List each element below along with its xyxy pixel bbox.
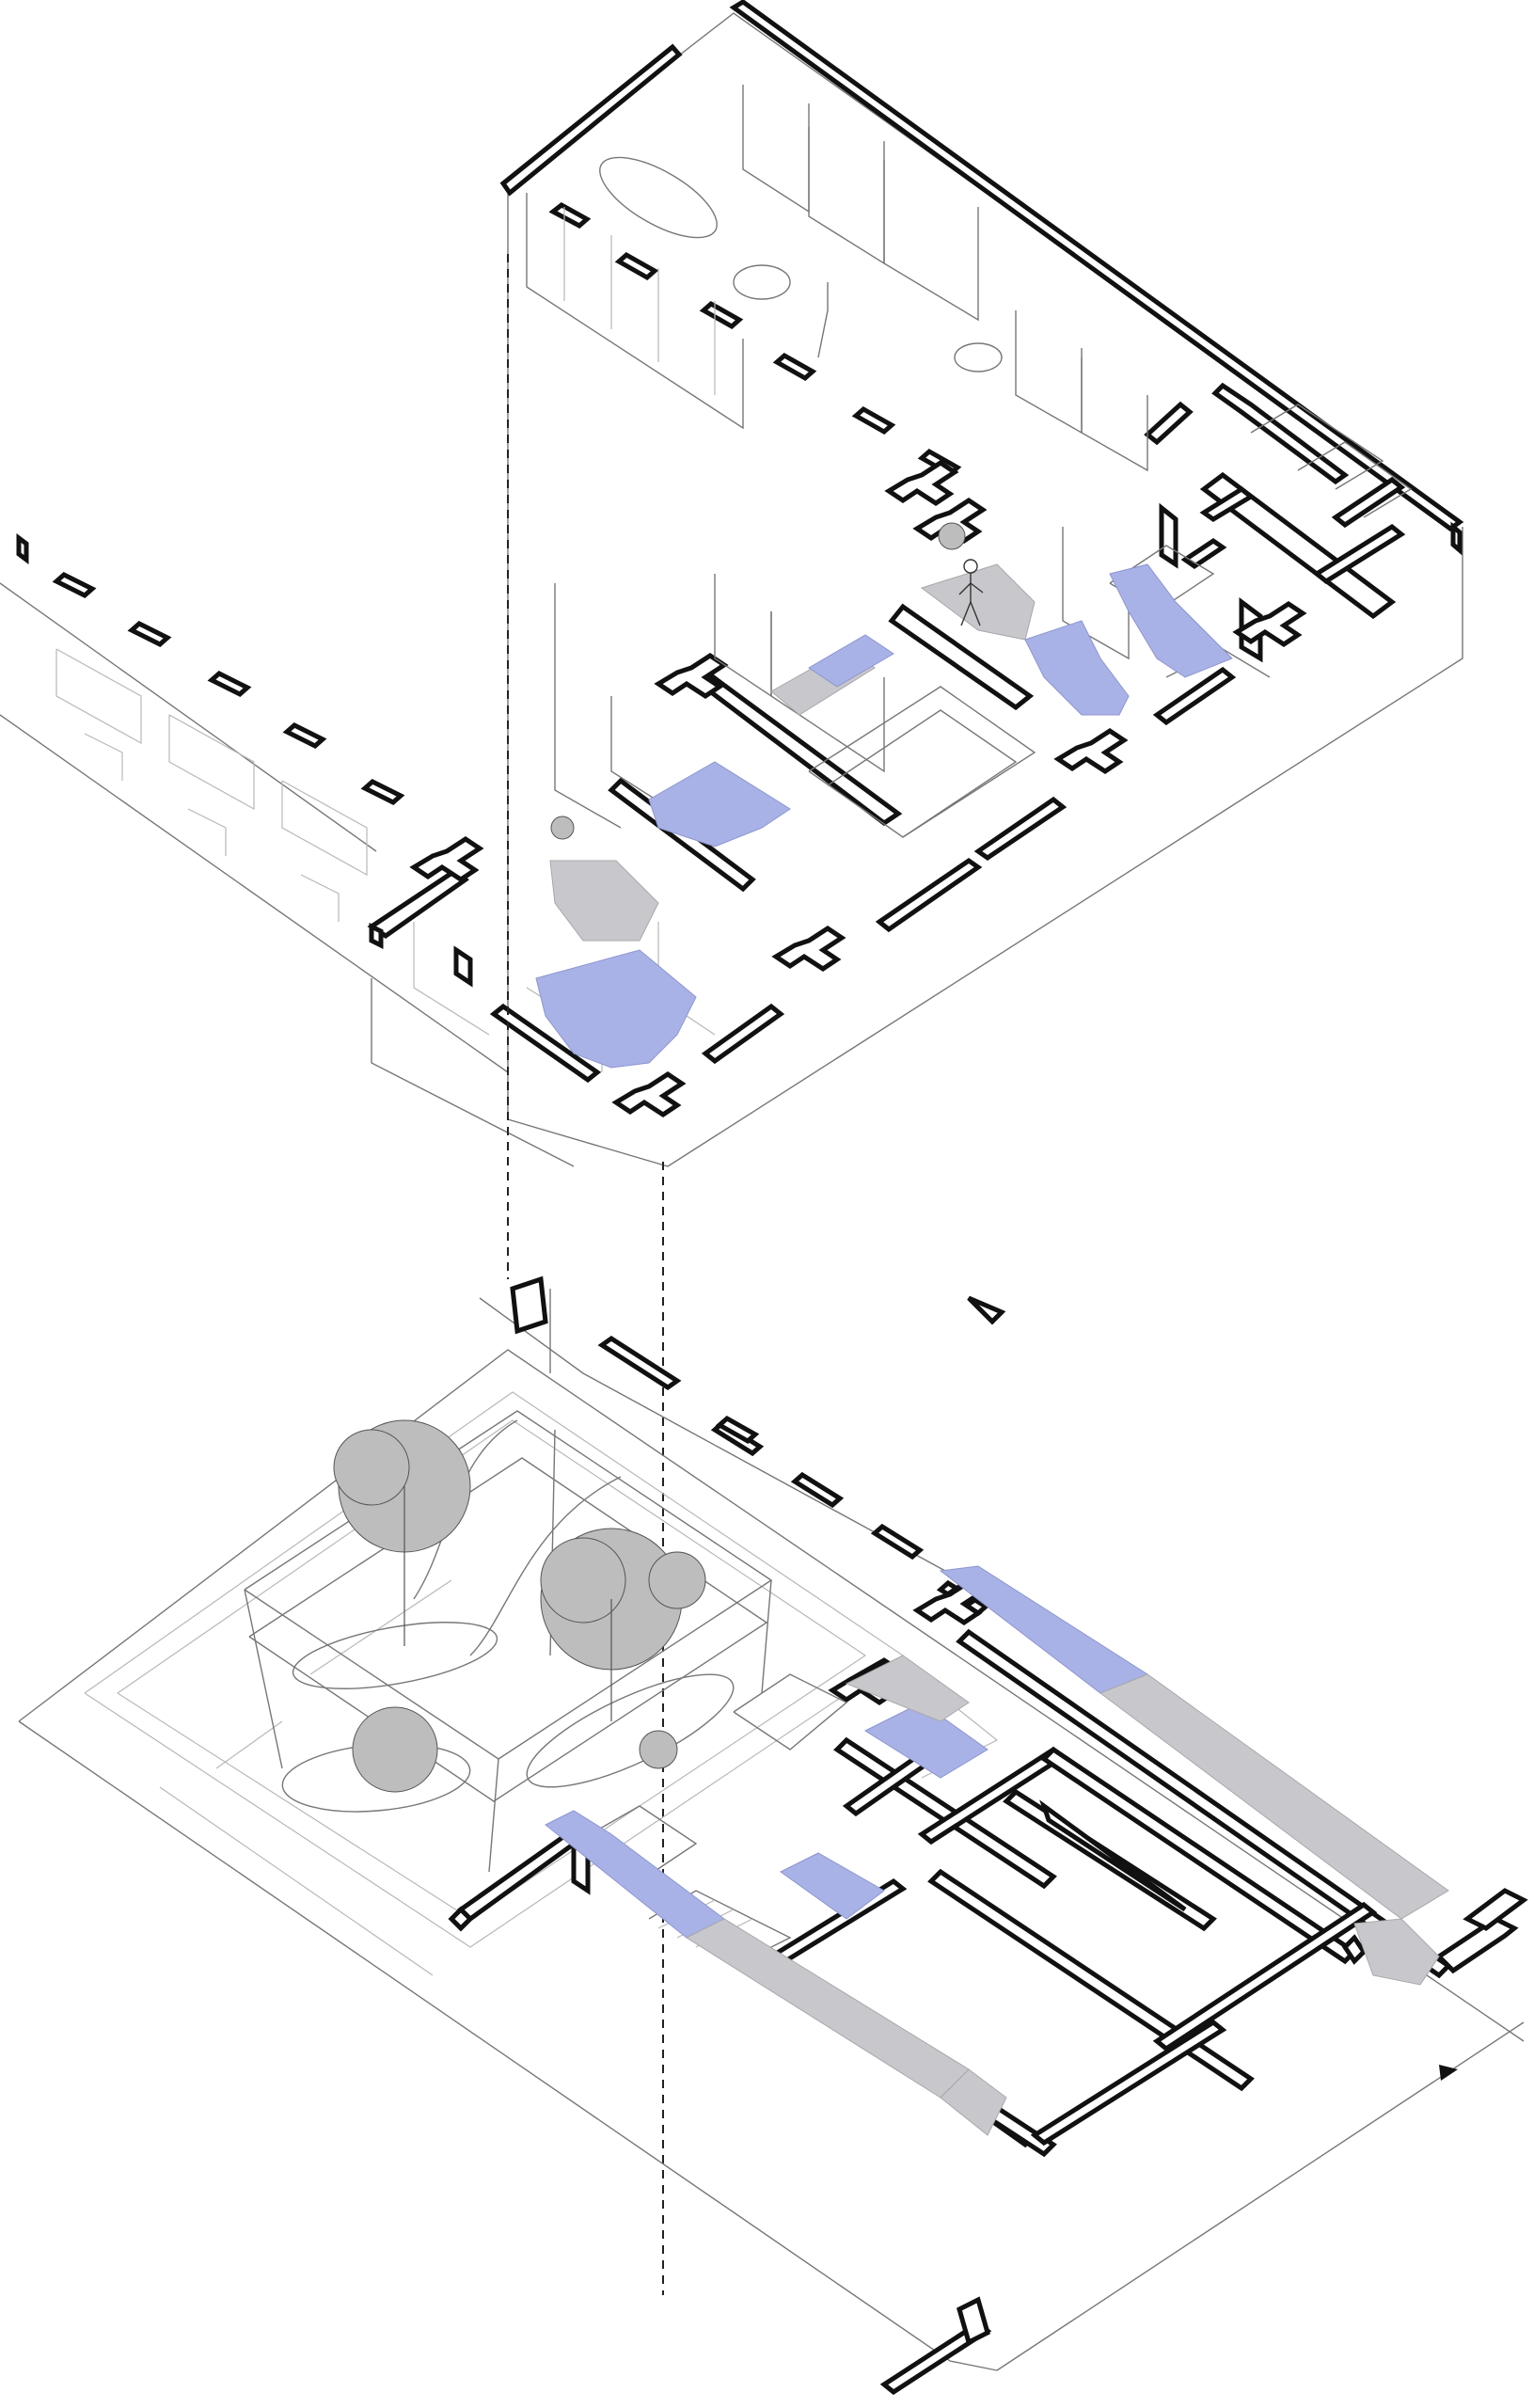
entry-arrow-icon xyxy=(1439,2065,1458,2081)
upper-floor xyxy=(0,0,1464,1167)
upper-floor-interior xyxy=(55,85,1413,1072)
upper-floor-zones xyxy=(535,563,1233,1069)
upper-floor-plants xyxy=(550,522,966,840)
upper-floor-walls xyxy=(367,0,1464,1084)
pavilion xyxy=(244,1410,773,1873)
upper-floor-slab xyxy=(0,12,1463,1167)
alignment-lines xyxy=(507,254,664,2295)
upper-floor-window-blocks xyxy=(16,202,1307,1117)
ground-floor-slab xyxy=(18,1289,1525,2371)
ground-floor xyxy=(18,1275,1528,2396)
ground-floor-window-blocks xyxy=(715,1415,988,1705)
person-icon xyxy=(958,559,984,626)
ground-floor-zones xyxy=(545,1565,1449,2136)
